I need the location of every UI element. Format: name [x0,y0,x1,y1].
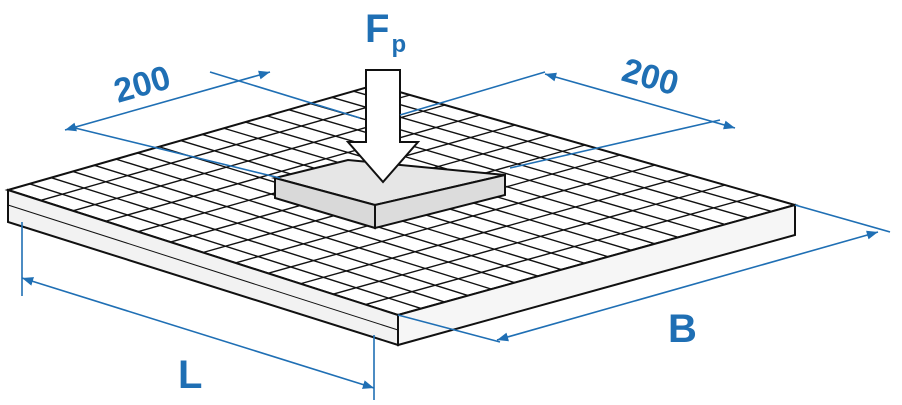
dim-200-right-label: 200 [618,51,683,103]
load-plate-side [374,173,506,230]
grating-cross-bar [72,170,469,297]
grating-cross-bar [115,158,515,284]
dim-b-extension [794,204,891,233]
grating-bearing-bar [40,94,411,202]
force-arrow-icon [345,69,421,184]
grating-bearing-bar [300,174,691,285]
dim-200-right-line [544,72,736,130]
grating-cross-bar [331,96,749,219]
grating-bearing-bar [267,164,656,275]
width-b-label: B [668,307,697,351]
dim-200-left-extension [74,127,281,179]
grating-cross-bar [94,164,492,290]
dim-200-left-label: 200 [110,59,175,111]
grating-cross-bar [353,90,772,213]
dim-b-line [496,230,879,342]
dim-b-extension-2 [397,314,501,343]
dim-200-left-line [64,70,271,132]
force-label: Fp [365,7,406,58]
force-subscript: p [391,31,406,58]
grating-cross-bar [288,109,702,232]
grating-bearing-bar [105,114,481,222]
grating-cross-bar [50,176,445,303]
dim-l-line [21,277,375,389]
length-l-label: L [178,353,202,397]
dim-200-right-extension [399,71,546,116]
